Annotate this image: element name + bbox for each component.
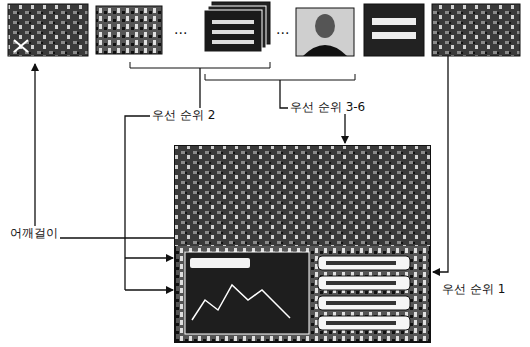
svg-text:...: ... — [174, 21, 187, 37]
priority-label: 우선 순위 1 — [440, 282, 507, 296]
priority-label: 어깨걸이 — [8, 226, 60, 240]
priority-label: 우선 순위 3-6 — [288, 100, 367, 114]
svg-text:...: ... — [276, 21, 289, 37]
priority-label: 우선 순위 2 — [150, 108, 217, 122]
